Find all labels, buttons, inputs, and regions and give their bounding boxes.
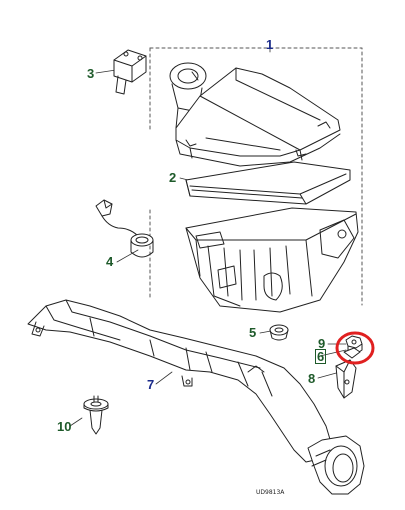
nut: [345, 335, 363, 355]
callout-1: 1: [266, 37, 274, 52]
callout-5: 5: [249, 325, 257, 340]
resonator: [95, 199, 154, 258]
callout-9: 9: [318, 336, 326, 351]
reference-code: UD9813A: [256, 489, 285, 496]
air-intake-duct: [27, 299, 365, 495]
callout-4: 4: [106, 254, 114, 269]
mass-air-flow-sensor: [113, 49, 147, 95]
callout-6: 6: [315, 349, 327, 364]
bracket: [335, 359, 357, 399]
push-pin-fastener: [83, 395, 109, 435]
air-cleaner-cover: [169, 62, 341, 167]
callout-8: 8: [308, 371, 316, 386]
air-filter-element: [185, 161, 351, 205]
callout-10: 10: [57, 419, 72, 434]
callout-7: 7: [147, 377, 155, 392]
assembly-boundary: [149, 47, 363, 306]
grommet: [269, 324, 289, 341]
highlight-circle: [335, 331, 375, 365]
callout-3: 3: [87, 66, 95, 81]
callout-2: 2: [169, 170, 177, 185]
clip: [343, 347, 361, 359]
air-cleaner-housing: [185, 207, 359, 313]
